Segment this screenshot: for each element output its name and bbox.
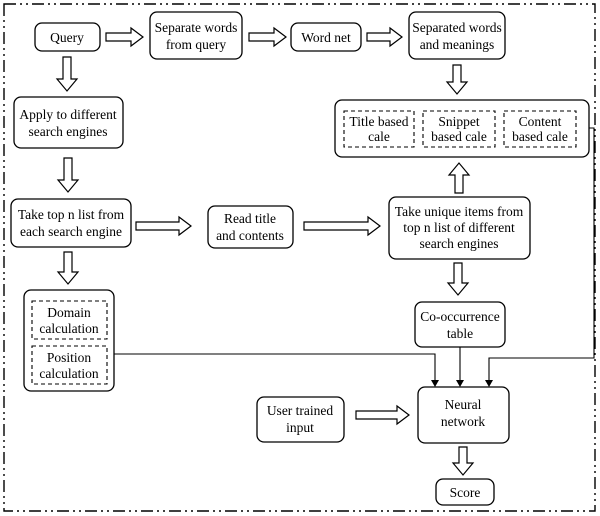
cooccurrence-label-2: table <box>447 326 473 341</box>
domain-calc-label-2: calculation <box>39 321 98 336</box>
unique-items-label-2: top n list of different <box>403 220 515 235</box>
separated-words-node: Separated words and meanings <box>408 11 506 60</box>
separated-words-label-1: Separated words <box>412 20 502 35</box>
title-calc-label-1: Title based <box>349 114 408 129</box>
unique-items-node: Take unique items from top n list of dif… <box>388 196 531 260</box>
position-calc-label-2: calculation <box>39 366 98 381</box>
score-node: Score <box>435 478 495 506</box>
query-label: Query <box>50 30 84 45</box>
domain-calc-label-1: Domain <box>47 305 91 320</box>
user-trained-node: User trained input <box>256 396 345 443</box>
word-net-label: Word net <box>301 30 351 45</box>
arrow-read-to-unique <box>303 215 381 237</box>
title-calc-label-2: cale <box>368 129 390 144</box>
unique-items-label-3: search engines <box>419 236 498 251</box>
arrow-unique-to-cooccurrence <box>446 262 470 296</box>
position-calc-label-1: Position <box>47 350 92 365</box>
arrow-query-to-apply <box>55 56 79 92</box>
word-net-node: Word net <box>290 22 362 52</box>
line-calcleft-to-neural-head <box>431 380 439 387</box>
cooccurrence-node: Co-occurrence table <box>414 301 506 348</box>
take-top-node: Take top n list from each search engine <box>10 198 132 248</box>
arrow-separated-to-calc <box>445 64 469 95</box>
arrow-wordnet-to-separated <box>366 26 403 48</box>
arrow-neural-to-score <box>451 446 475 476</box>
unique-items-label-1: Take unique items from <box>395 204 524 219</box>
content-calc-label-1: Content <box>519 114 562 129</box>
read-title-node: Read title and contents <box>207 205 294 249</box>
arrow-query-to-separate <box>105 26 144 48</box>
arrow-apply-to-taketop <box>56 157 80 193</box>
separate-words-node: Separate words from query <box>149 11 243 60</box>
apply-engines-label-1: Apply to different <box>19 107 116 122</box>
read-title-label-2: and contents <box>216 228 284 243</box>
line-calc-to-neural <box>488 127 595 381</box>
separate-words-label-1: Separate words <box>155 20 238 35</box>
cooccurrence-label-1: Co-occurrence <box>420 309 499 324</box>
content-calc-label-2: based cale <box>512 129 568 144</box>
neural-network-node: Neural network <box>417 386 510 444</box>
user-trained-label-2: input <box>286 420 314 435</box>
separated-words-label-2: and meanings <box>420 37 495 52</box>
neural-network-label-1: Neural <box>445 397 482 412</box>
apply-engines-node: Apply to different search engines <box>13 96 124 149</box>
read-title-label-1: Read title <box>224 211 276 226</box>
query-node: Query <box>34 22 101 52</box>
line-calc-to-neural-head <box>485 380 493 387</box>
score-label: Score <box>450 485 481 500</box>
line-calcleft-to-neural <box>114 353 436 381</box>
take-top-label-2: each search engine <box>20 224 122 239</box>
user-trained-label-1: User trained <box>267 403 334 418</box>
arrow-separate-to-wordnet <box>248 26 287 48</box>
snippet-calc-label-1: Snippet <box>438 114 480 129</box>
arrow-unique-to-calc <box>447 162 471 194</box>
separate-words-label-2: from query <box>166 37 227 52</box>
take-top-label-1: Take top n list from <box>18 207 125 222</box>
calc-left-node: Domain calculation Position calculation <box>23 289 115 392</box>
snippet-calc-label-2: based cale <box>431 129 487 144</box>
apply-engines-label-2: search engines <box>28 124 107 139</box>
arrow-taketop-to-calcleft <box>56 251 80 285</box>
arrow-user-to-neural <box>355 404 410 426</box>
calc-group-node: Title based cale Snippet based cale Cont… <box>334 99 590 158</box>
arrow-taketop-to-read <box>135 215 192 237</box>
neural-network-label-2: network <box>441 414 485 429</box>
line-cooccurrence-to-neural-head <box>456 380 464 387</box>
outer-frame <box>3 3 596 512</box>
